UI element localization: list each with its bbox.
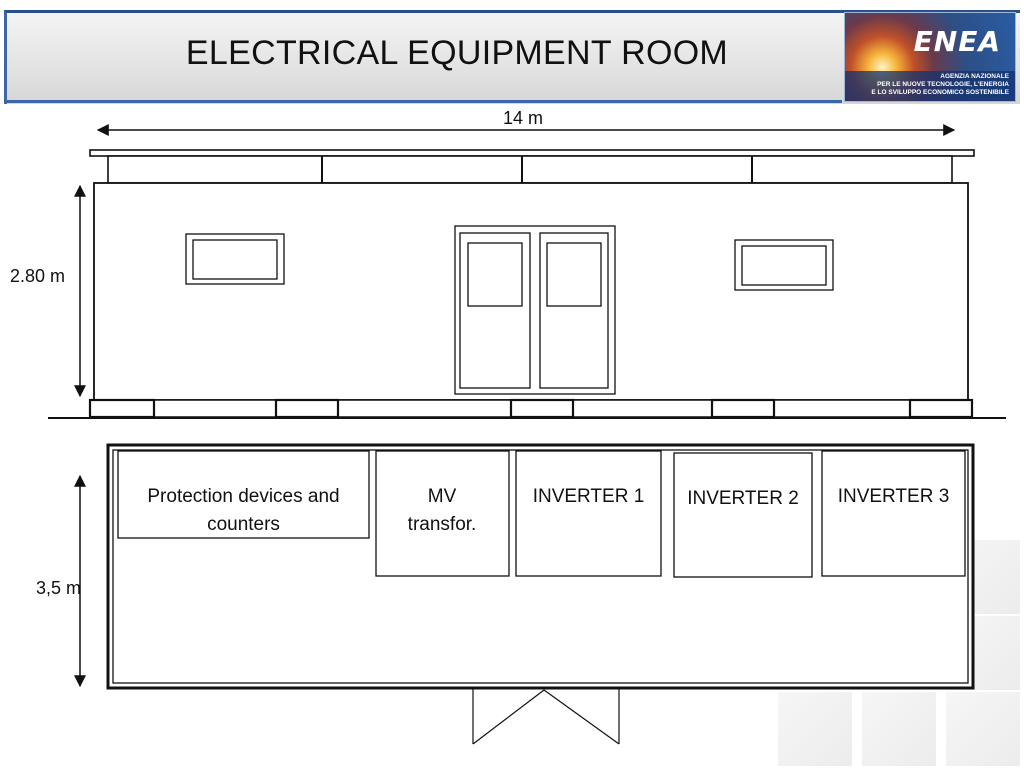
door-leaf-right-glass (546, 242, 602, 307)
page-title: ELECTRICAL EQUIPMENT ROOM (185, 34, 729, 72)
plan-inner-wall (112, 449, 969, 684)
room-inverter-2 (673, 452, 813, 578)
room-label-inverter-1: INVERTER 1 (532, 486, 645, 507)
enea-logo: ENEA AGENZIA NAZIONALE PER LE NUOVE TECN… (844, 12, 1016, 102)
height-label: 2.80 m (10, 266, 66, 286)
width-label: 3,5 m (36, 578, 82, 598)
room-inverter-3 (821, 450, 966, 577)
room-label-inverter-2: INVERTER 2 (687, 488, 799, 509)
door-swing-right (543, 689, 620, 745)
length-label: 14 m (503, 108, 544, 128)
door-leaf-left-glass (467, 242, 523, 307)
title-underline (6, 100, 842, 103)
footing (908, 398, 974, 419)
footing (710, 398, 776, 419)
logo-wordmark: ENEA (913, 25, 1001, 58)
room-label-inverter-3: INVERTER 3 (837, 486, 950, 507)
right-window-pane (741, 245, 827, 286)
room-mv-transformer (375, 450, 510, 577)
logo-band (845, 71, 1015, 101)
plan-view (74, 443, 975, 745)
background-tile (946, 692, 1020, 766)
background-tile (862, 692, 936, 766)
roof-slab (89, 149, 975, 157)
room-label-mv: MV transfor. (407, 486, 477, 535)
logo-line-1: AGENZIA NAZIONALE (940, 73, 1009, 80)
logo-line-2: PER LE NUOVE TECNOLOGIE, L'ENERGIA (877, 81, 1009, 88)
door-swing-left (472, 689, 545, 745)
footing (509, 398, 575, 419)
room-label-protection: Protection devices and counters (147, 486, 340, 535)
background-tile (778, 692, 852, 766)
logo-line-3: E LO SVILUPPO ECONOMICO SOSTENIBILE (871, 89, 1009, 96)
elevation-view (48, 149, 1006, 419)
footing (88, 398, 156, 419)
roof-parapet (107, 155, 953, 184)
room-protection-devices (117, 450, 370, 539)
room-inverter-1 (515, 450, 662, 577)
footing (274, 398, 340, 419)
left-window-pane (192, 239, 278, 280)
